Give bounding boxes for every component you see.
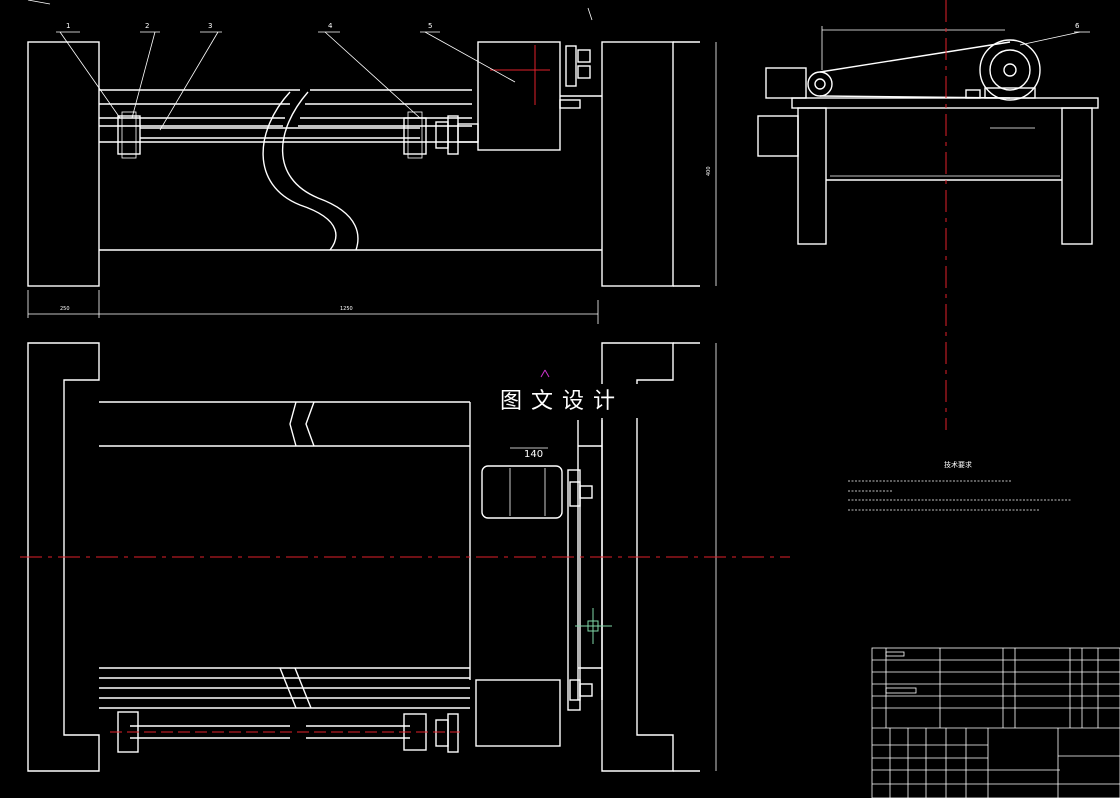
part-number: 2: [145, 22, 149, 30]
motor-width-dimension: 140: [524, 449, 543, 460]
plan-view: 140: [20, 342, 790, 772]
part-number: 6: [1075, 22, 1080, 30]
svg-text:1250: 1250: [340, 306, 353, 312]
tech-requirements: 技术要求: [848, 460, 1072, 511]
front-view: 250 1250 400 1 2 3 4 5: [27, 0, 717, 324]
side-view: 6: [757, 0, 1099, 430]
svg-text:250: 250: [60, 306, 70, 312]
watermark-text: 图文设计: [500, 389, 624, 414]
watermark-marker-icon: [540, 369, 550, 378]
part-number: 5: [428, 22, 432, 30]
title-block: [871, 647, 1120, 798]
part-number: 1: [66, 22, 70, 30]
tech-requirements-title: 技术要求: [944, 460, 972, 469]
part-number: 3: [208, 22, 212, 30]
part-number: 4: [328, 22, 333, 30]
watermark-backdrop: [492, 384, 638, 418]
svg-text:400: 400: [706, 166, 712, 176]
